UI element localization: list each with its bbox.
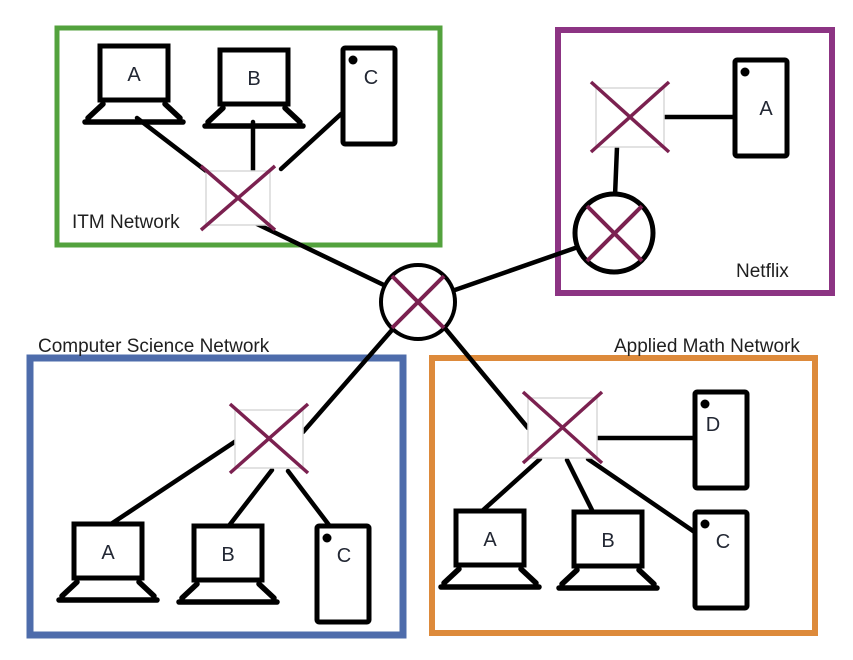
link-netflix-switch-router <box>612 144 620 199</box>
itm-network-box <box>54 25 443 248</box>
am-phone-c-icon <box>695 512 747 608</box>
am-phone-d-icon <box>695 392 747 488</box>
link-itm-switch-core-router <box>254 221 393 291</box>
netflix-router-icon <box>572 191 656 275</box>
cs-switch-icon <box>228 402 310 475</box>
itm-phone-c-label: C <box>364 67 378 89</box>
link-cs-switch-phone-c <box>285 468 335 532</box>
applied-math-network-label: Applied Math Network <box>614 336 800 357</box>
cs-laptop-b-label: B <box>221 544 234 566</box>
itm-network-label: ITM Network <box>72 212 180 233</box>
link-cs-switch-laptop-a <box>108 438 239 527</box>
link-core-router-am-switch <box>441 324 531 431</box>
link-netflix-router-core-router <box>449 244 581 294</box>
am-laptop-b-label: B <box>601 530 614 552</box>
core-router-icon <box>379 263 457 341</box>
itm-switch-icon <box>199 164 277 232</box>
am-phone-d-label: D <box>706 414 720 436</box>
netflix-network-label: Netflix <box>736 261 789 282</box>
itm-laptop-b-label: B <box>247 68 260 90</box>
netflix-network-box <box>555 27 835 296</box>
cs-phone-c-label: C <box>337 545 351 567</box>
am-switch-icon <box>521 390 604 465</box>
applied-math-network-box <box>429 355 818 636</box>
link-am-switch-laptop-a <box>478 456 543 515</box>
link-core-router-cs-switch <box>300 327 395 435</box>
itm-laptop-a-label: A <box>127 64 141 86</box>
link-am-switch-laptop-b <box>564 457 597 517</box>
cs-phone-c-icon <box>317 526 369 622</box>
am-phone-c-label: C <box>716 531 730 553</box>
cs-laptop-a-label: A <box>101 542 115 564</box>
computer-science-network-label: Computer Science Network <box>38 336 270 357</box>
link-am-switch-phone-c <box>585 456 699 536</box>
link-cs-switch-laptop-b <box>225 467 275 530</box>
link-itm-phone-c-switch <box>278 111 344 172</box>
computer-science-network-box <box>26 354 407 639</box>
am-laptop-a-label: A <box>483 529 497 551</box>
netflix-server-a-label: A <box>759 98 773 120</box>
netflix-switch-icon <box>589 80 671 154</box>
connection-lines <box>108 111 739 536</box>
itm-phone-c-icon <box>343 48 395 144</box>
